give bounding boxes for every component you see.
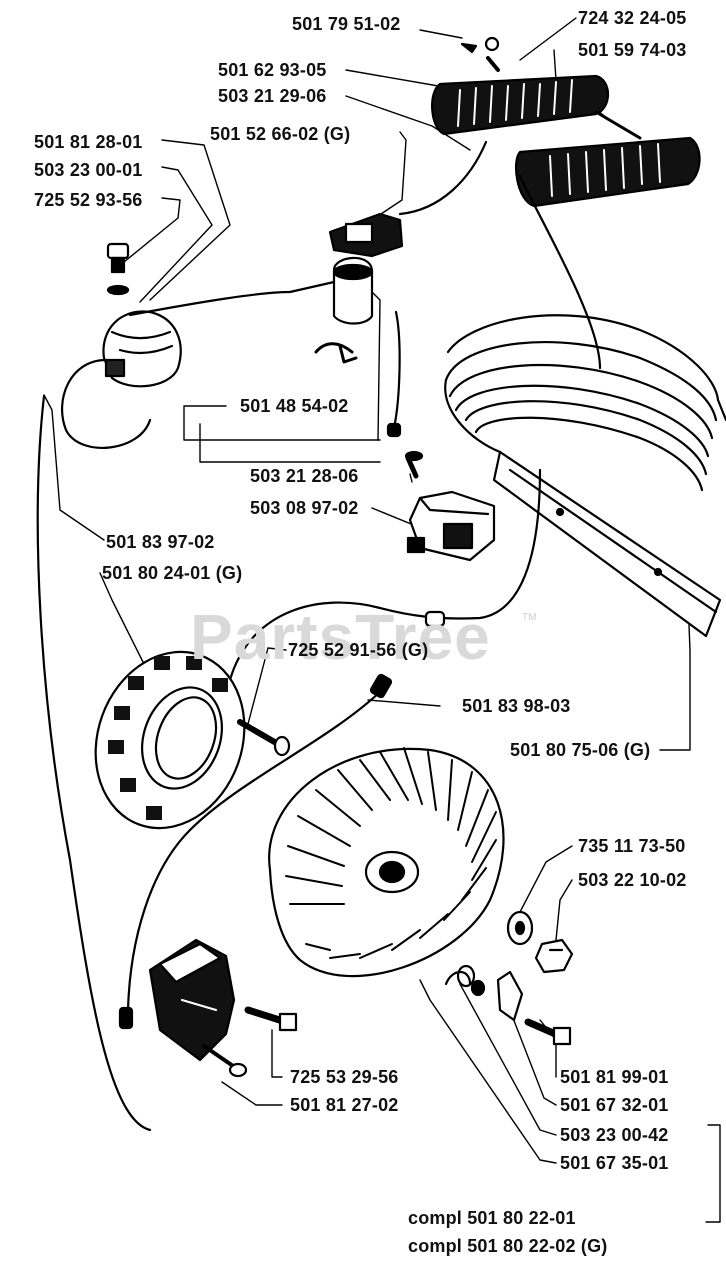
part-label[interactable]: 501 67 35-01 [560, 1153, 669, 1173]
part-label[interactable]: 503 08 97-02 [250, 498, 359, 518]
part-label[interactable]: 501 59 74-03 [578, 40, 687, 60]
part-label[interactable]: 501 62 93-05 [218, 60, 327, 80]
connector-a [369, 673, 393, 699]
part-label[interactable]: compl 501 80 22-02 (G) [408, 1236, 608, 1256]
wire-terminal [386, 422, 402, 438]
part-label[interactable]: 735 11 73-50 [578, 836, 686, 856]
watermark: PartsTree [190, 601, 491, 673]
part-label[interactable]: 501 79 51-02 [292, 14, 401, 34]
connector-c [424, 610, 446, 628]
starter-pawl [444, 964, 572, 1046]
part-label[interactable]: 724 32 24-05 [578, 8, 687, 28]
part-label[interactable]: 503 23 00-42 [560, 1125, 669, 1145]
ignition-module-top [288, 212, 404, 364]
part-label[interactable]: 501 83 97-02 [106, 532, 215, 552]
spark-plug-cap [102, 242, 182, 388]
handle-grips [398, 36, 701, 370]
part-label[interactable]: 501 80 24-01 (G) [102, 563, 243, 583]
part-label[interactable]: 501 81 28-01 [34, 132, 143, 152]
part-label[interactable]: 503 23 00-01 [34, 160, 143, 180]
part-label[interactable]: 501 81 99-01 [560, 1067, 669, 1087]
ignition-coil [148, 938, 298, 1078]
part-label[interactable]: 503 22 10-02 [578, 870, 687, 890]
watermark-trademark: TM [522, 612, 537, 623]
part-label[interactable]: 725 52 93-56 [34, 190, 143, 210]
leader-lines [43, 17, 721, 1223]
stop-switch [404, 450, 496, 562]
part-label[interactable]: 725 53 29-56 [290, 1067, 399, 1087]
nut-washer [506, 910, 574, 974]
ignition-wire [128, 290, 292, 317]
part-label[interactable]: 501 48 54-02 [240, 396, 349, 416]
part-label[interactable]: 501 52 66-02 (G) [210, 124, 351, 144]
switch-wire [228, 468, 542, 682]
connector-b [118, 1006, 134, 1030]
ignition-stator [94, 650, 291, 830]
part-label[interactable]: 501 80 75-06 (G) [510, 740, 651, 760]
ignition-wire-loop [61, 358, 152, 449]
part-label[interactable]: 725 52 91-56 (G) [288, 640, 429, 660]
stator-wire [126, 688, 384, 1012]
part-label[interactable]: 503 21 29-06 [218, 86, 327, 106]
part-label[interactable]: compl 501 80 22-01 [408, 1208, 576, 1228]
long-wire-left [36, 394, 152, 1132]
flywheel [268, 747, 505, 978]
short-wire [392, 310, 401, 430]
front-handle [444, 314, 726, 638]
part-label[interactable]: 501 81 27-02 [290, 1095, 399, 1115]
part-label[interactable]: 501 67 32-01 [560, 1095, 669, 1115]
part-label[interactable]: 501 83 98-03 [462, 696, 571, 716]
part-label[interactable]: 503 21 28-06 [250, 466, 359, 486]
